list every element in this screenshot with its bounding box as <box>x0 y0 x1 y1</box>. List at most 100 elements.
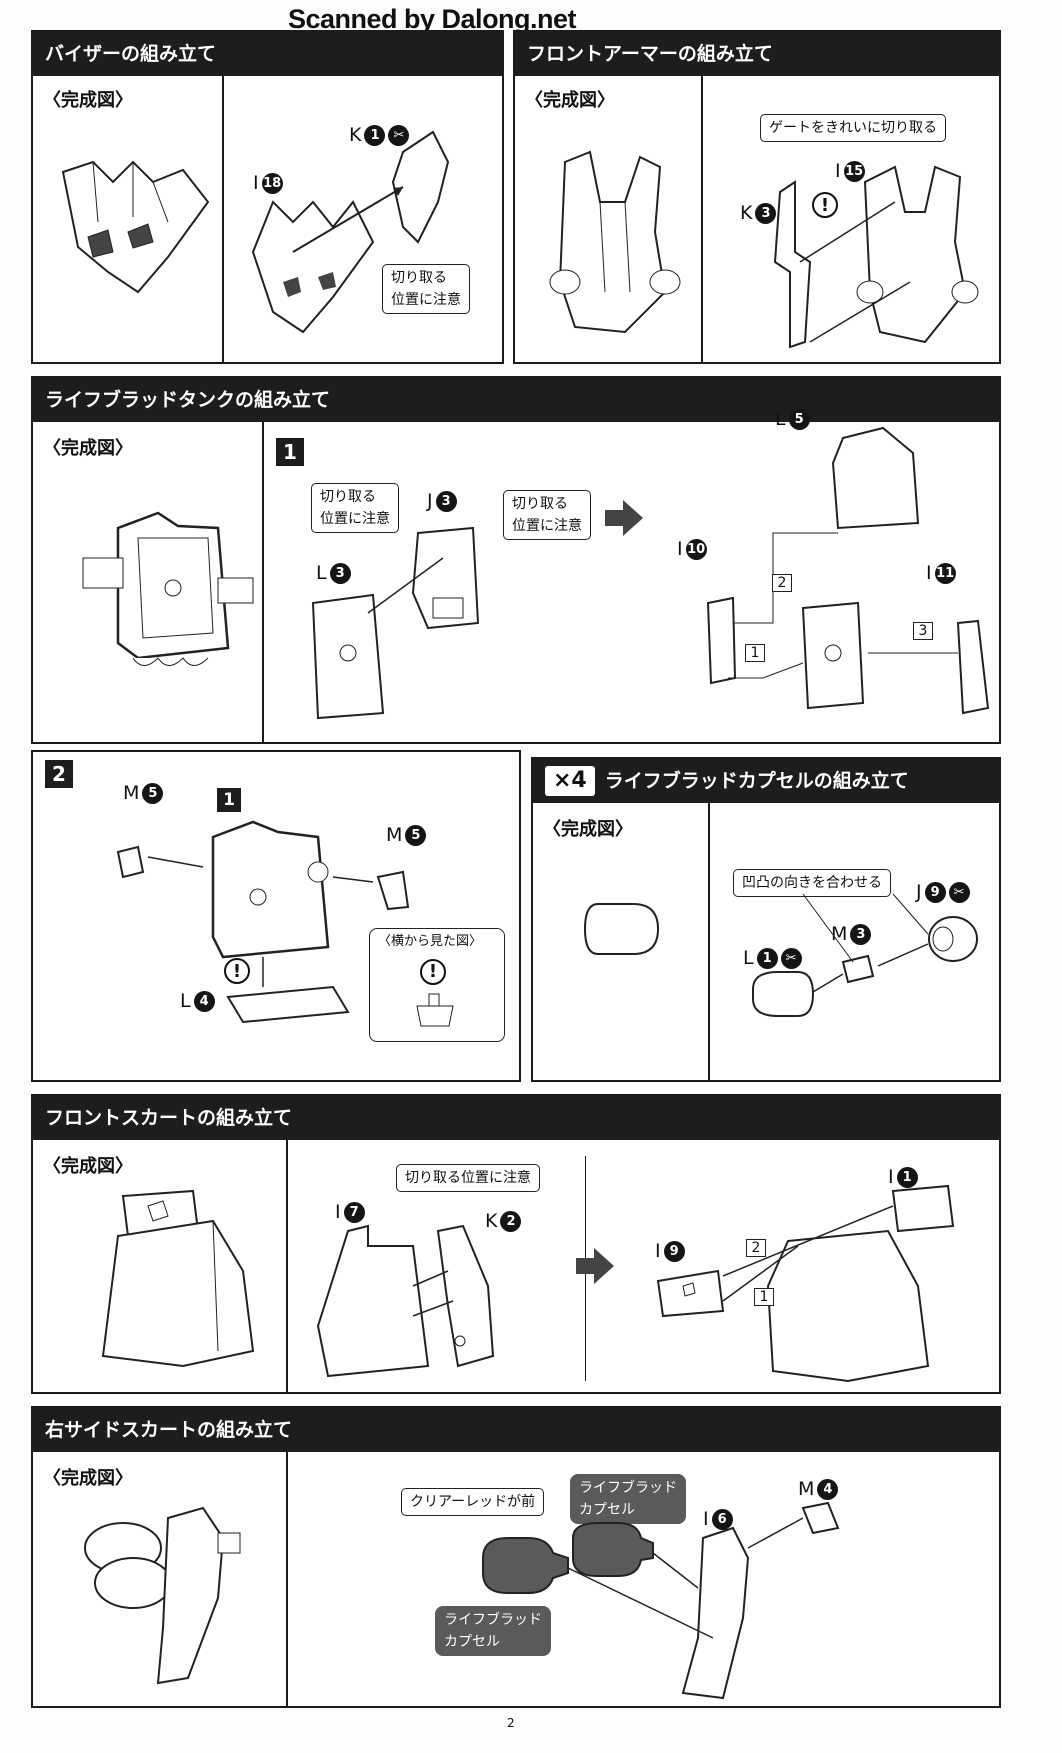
tank-completed-label: 〈完成図〉 <box>43 438 133 459</box>
visor-part-k: K 1 ✂ <box>349 124 410 146</box>
front-skirt-title: フロントスカートの組み立て <box>33 1096 999 1140</box>
front-armor-part-i-number: 15 <box>843 160 865 182</box>
visor-completed-illustration <box>58 162 208 312</box>
cut-icon: ✂ <box>388 124 410 146</box>
tank2-part-m-right-number: 5 <box>405 824 427 846</box>
capsule-part-m-number: 3 <box>850 923 872 945</box>
right-skirt-assembly-illustration <box>473 1498 893 1703</box>
front-skirt-part-i9: I 9 <box>655 1240 685 1262</box>
capsule-align-callout: 凹凸の向きを合わせる <box>733 869 891 897</box>
tank-step-2: 2 <box>45 760 73 788</box>
right-skirt-part-m-number: 4 <box>817 1478 839 1500</box>
tank-title: ライフブラッドタンクの組み立て <box>33 378 999 422</box>
capsule-panel: ×4 ライフブラッドカプセルの組み立て 〈完成図〉 凹凸の向きを合わせる J 9… <box>531 757 1001 1082</box>
front-armor-part-k-number: 3 <box>755 202 777 224</box>
right-skirt-part-i: I 6 <box>703 1508 733 1530</box>
front-skirt-part-k: K 2 <box>485 1210 522 1232</box>
front-skirt-part-i9-number: 9 <box>663 1240 685 1262</box>
tank-cut-callout-left: 切り取る 位置に注意 <box>311 483 399 533</box>
tank-cut-callout-right: 切り取る 位置に注意 <box>503 490 591 540</box>
visor-part-i: I 18 <box>253 172 283 194</box>
front-skirt-seq-1: 1 <box>754 1288 774 1306</box>
right-skirt-capsule-callout-bottom: ライフブラッド カプセル <box>435 1606 551 1656</box>
front-armor-part-k: K 3 <box>740 202 777 224</box>
tank2-part-l: L 4 <box>180 990 215 1012</box>
tank-seq-3: 3 <box>913 622 933 640</box>
tank-part-i10-number: 10 <box>685 538 707 560</box>
front-skirt-step1-illustration <box>318 1226 538 1376</box>
tank-part-l5: L 5 <box>775 408 810 430</box>
tank-step1-assembly-illustration <box>663 423 993 733</box>
tank-step2-panel: 2 1 M 5 M 5 L 4 ! 〈横から見た図〉 ! <box>31 750 521 1082</box>
capsule-completed-label: 〈完成図〉 <box>543 819 633 840</box>
visor-cut-callout: 切り取る 位置に注意 <box>382 264 470 314</box>
tank-part-l3: L 3 <box>316 562 351 584</box>
tank-step-1: 1 <box>276 438 304 466</box>
side-view-illustration <box>415 994 455 1029</box>
tank-seq-1: 1 <box>745 644 765 662</box>
watermark: Scanned by Dalong.net <box>288 4 577 34</box>
tank-part-l5-number: 5 <box>788 408 810 430</box>
front-armor-title: フロントアーマーの組み立て <box>515 32 999 76</box>
tank-seq-2: 2 <box>772 574 792 592</box>
front-skirt-part-k-number: 2 <box>500 1210 522 1232</box>
capsule-part-l: L 1 ✂ <box>743 947 802 969</box>
front-skirt-seq-2: 2 <box>746 1239 766 1257</box>
warning-icon: ! <box>420 959 446 985</box>
visor-completed-label: 〈完成図〉 <box>43 90 133 111</box>
front-armor-panel: フロントアーマーの組み立て 〈完成図〉 ゲートをきれいに切り取る K 3 I 1… <box>513 30 1001 364</box>
page-number: 2 <box>507 1716 515 1730</box>
tank-part-i10: I 10 <box>677 538 707 560</box>
right-skirt-part-i-number: 6 <box>711 1508 733 1530</box>
front-armor-gate-callout: ゲートをきれいに切り取る <box>760 114 946 142</box>
front-armor-assembly-illustration <box>770 152 990 362</box>
visor-part-i-number: 18 <box>261 172 283 194</box>
tank2-part-m-left-number: 5 <box>142 782 164 804</box>
tank-part-i11-number: 11 <box>934 562 956 584</box>
front-skirt-step2-illustration <box>648 1186 978 1386</box>
front-skirt-completed-label: 〈完成図〉 <box>43 1156 133 1177</box>
capsule-part-l-number: 1 <box>756 947 778 969</box>
tank-part-l3-number: 3 <box>329 562 351 584</box>
capsule-part-m: M 3 <box>831 923 872 945</box>
tank-completed-illustration <box>78 508 258 678</box>
front-skirt-step-arrow <box>576 1248 614 1284</box>
tank2-part-l-number: 4 <box>193 990 215 1012</box>
warning-icon: ! <box>812 192 838 218</box>
visor-title: バイザーの組み立て <box>33 32 502 76</box>
capsule-part-j-number: 9 <box>924 881 946 903</box>
tank2-part-m-right: M 5 <box>386 824 427 846</box>
front-skirt-part-i7-number: 7 <box>343 1201 365 1223</box>
capsule-completed-illustration <box>583 899 663 959</box>
tank-part-j-number: 3 <box>435 490 457 512</box>
tank-step2-illustration <box>103 807 433 1027</box>
visor-panel: バイザーの組み立て 〈完成図〉 K 1 ✂ I 18 切り取る 位置に注意 <box>31 30 504 364</box>
tank-panel: ライフブラッドタンクの組み立て 〈完成図〉 1 切り取る 位置に注意 切り取る … <box>31 376 1001 744</box>
front-armor-completed-label: 〈完成図〉 <box>525 90 615 111</box>
cut-icon: ✂ <box>948 881 970 903</box>
right-skirt-capsule-callout-top: ライフブラッド カプセル <box>570 1474 686 1524</box>
right-skirt-part-m: M 4 <box>798 1478 839 1500</box>
right-skirt-title: 右サイドスカートの組み立て <box>33 1408 999 1452</box>
side-view-label: 〈横から見た図〉 <box>378 934 483 949</box>
capsule-title: ライフブラッドカプセルの組み立て <box>604 770 909 792</box>
right-skirt-panel: 右サイドスカートの組み立て 〈完成図〉 クリアーレッドが前 ライフブラッド カプ… <box>31 1406 1001 1708</box>
visor-assembly-illustration <box>243 132 483 342</box>
tank2-part-m-left: M 5 <box>123 782 164 804</box>
front-skirt-part-i1-number: 1 <box>896 1166 918 1188</box>
tank-part-j: J 3 <box>427 490 457 512</box>
front-armor-completed-illustration <box>545 152 685 342</box>
right-skirt-completed-illustration <box>78 1508 258 1688</box>
front-skirt-part-i7: I 7 <box>335 1201 365 1223</box>
warning-icon: ! <box>224 958 250 984</box>
front-skirt-cut-callout: 切り取る位置に注意 <box>396 1164 540 1192</box>
tank-part-i11: I 11 <box>926 562 956 584</box>
front-skirt-part-i1: I 1 <box>888 1166 918 1188</box>
right-skirt-completed-label: 〈完成図〉 <box>43 1468 133 1489</box>
tank-step-arrow <box>605 500 643 536</box>
capsule-part-j: J 9 ✂ <box>916 881 970 903</box>
capsule-header: ×4 ライフブラッドカプセルの組み立て <box>533 759 999 803</box>
front-skirt-completed-illustration <box>103 1191 263 1371</box>
tank-step2-ref: 1 <box>217 788 241 812</box>
right-skirt-red-callout: クリアーレッドが前 <box>401 1488 545 1516</box>
